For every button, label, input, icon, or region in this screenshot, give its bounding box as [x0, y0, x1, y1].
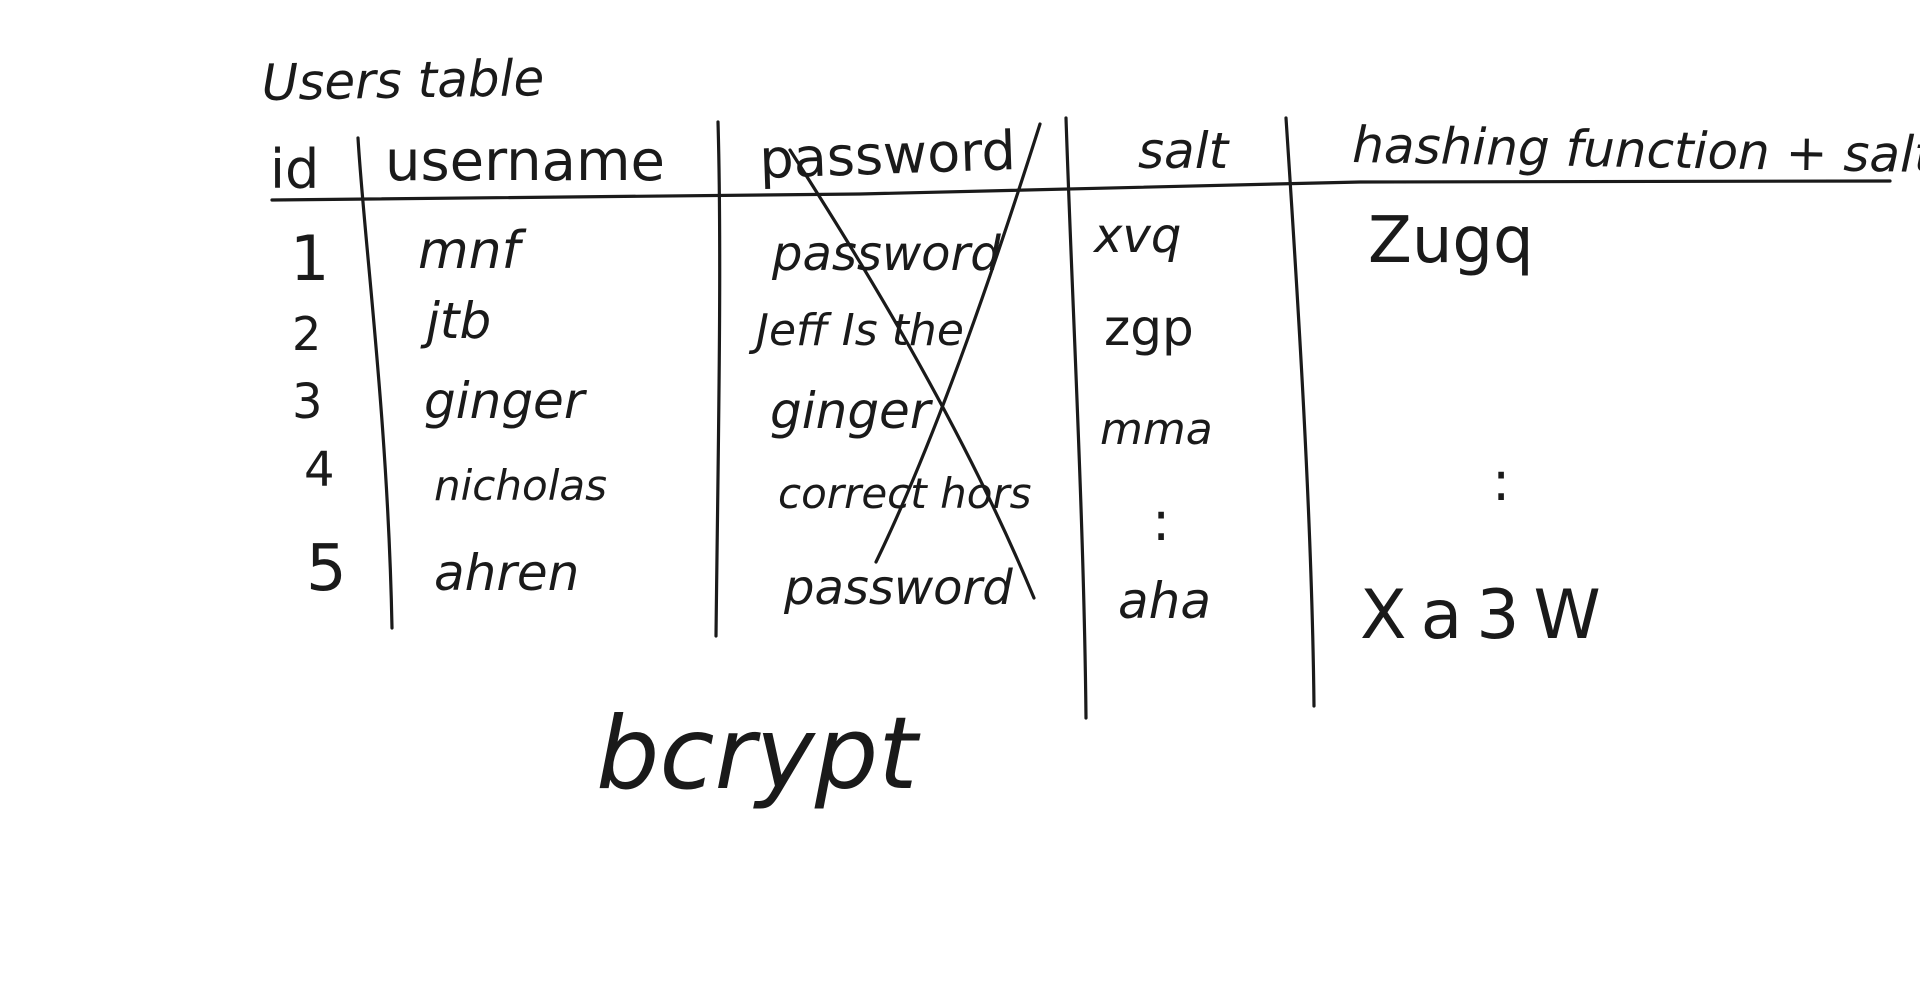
row-3-salt: mma [1100, 404, 1213, 455]
row-5-hash: Xa3W [1360, 576, 1615, 655]
row-3-id: 3 [292, 374, 323, 430]
row-5-username: ahren [434, 544, 579, 602]
row-1-hash: Zugq [1368, 204, 1534, 278]
row-1-username: mnf [418, 221, 527, 281]
header-salt: salt [1138, 122, 1231, 180]
row-2-password: Jeff Is the [748, 305, 964, 356]
row-1-password: password [771, 226, 1001, 282]
divider-id-username [356, 136, 394, 630]
header-password: password [758, 119, 1016, 191]
row-3-password: ginger [770, 382, 934, 440]
bcrypt-note: bcrypt [596, 695, 921, 812]
row-4-id: 4 [304, 442, 335, 498]
row-1-id: 1 [290, 222, 329, 295]
header-id: id [270, 138, 319, 201]
divider-salt-hash [1284, 116, 1316, 708]
divider-username-password [714, 120, 722, 638]
divider-password-salt [1064, 116, 1088, 720]
row-2-username: jtb [420, 292, 491, 350]
hash-ellipsis: : [1492, 450, 1510, 513]
password-cross-out-stroke-1 [788, 148, 1036, 600]
row-4-password: correct hors [778, 469, 1032, 518]
row-2-id: 2 [292, 307, 321, 361]
header-username: username [385, 129, 665, 194]
row-1-salt: xvq [1092, 208, 1181, 264]
salt-ellipsis: : [1152, 490, 1170, 553]
header-underline [270, 178, 1892, 202]
header-hashing-function-salt: hashing function + salt [1352, 116, 1920, 184]
row-4-username: nicholas [434, 461, 607, 510]
row-2-salt: zgp [1104, 299, 1194, 357]
password-cross-out-stroke-2 [874, 122, 1042, 564]
row-5-salt: aha [1118, 572, 1211, 630]
table-title: Users table [261, 49, 545, 112]
row-5-password: password [783, 560, 1013, 616]
row-5-id: 5 [306, 532, 347, 606]
row-3-username: ginger [424, 372, 588, 430]
